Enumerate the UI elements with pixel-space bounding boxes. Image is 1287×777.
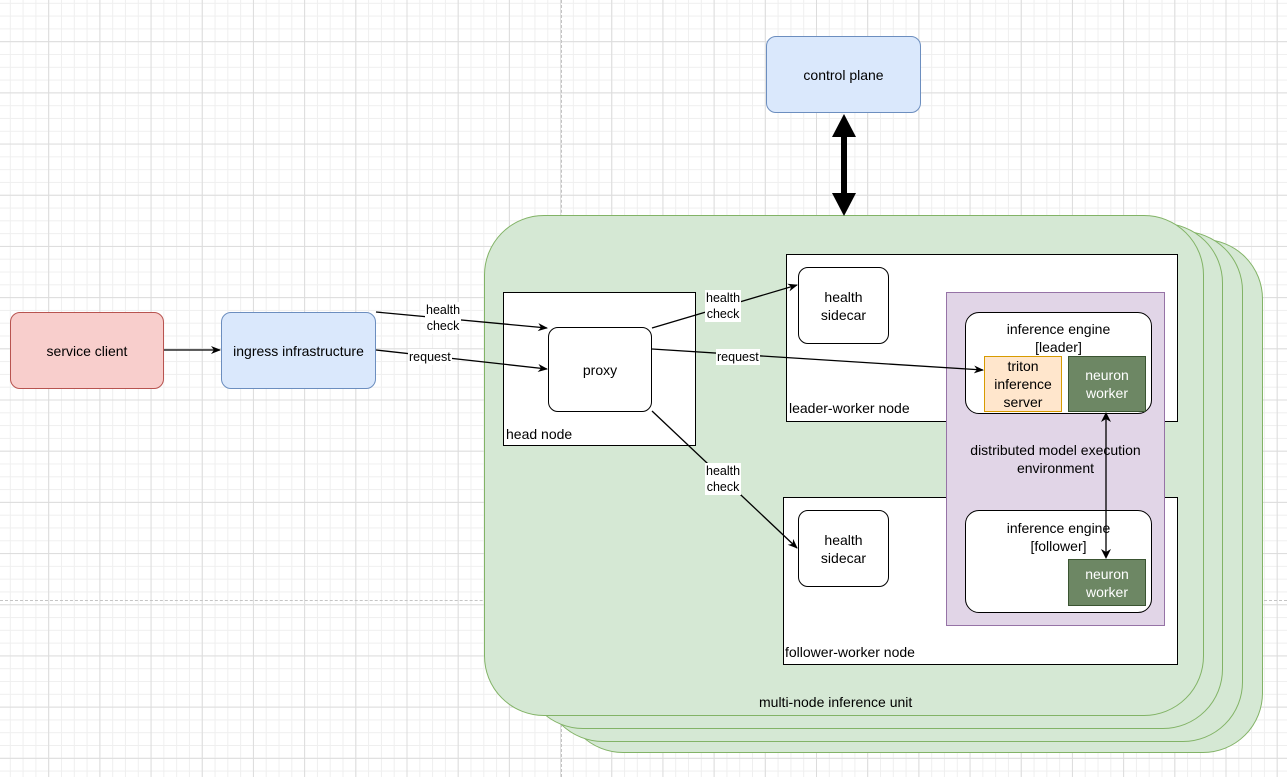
engine-leader-line2: [leader] (1035, 339, 1082, 355)
multi-node-unit-label: multi-node inference unit (759, 694, 913, 710)
neuron-worker-leader[interactable]: neuron worker (1068, 356, 1146, 412)
edge-label-ingress-health-line2: check (426, 319, 460, 333)
triton-inference-server[interactable]: triton inference server (984, 356, 1062, 412)
health-sidecar-follower[interactable]: health sidecar (798, 510, 889, 587)
engine-leader-label: inference engine [leader] (965, 320, 1152, 356)
edge-label-proxy-health-leader: health check (705, 290, 742, 322)
edge-label-proxy-health-follower-line1: health (706, 464, 741, 478)
service-client-label: service client (46, 342, 128, 359)
health-sidecar-follower-line2: sidecar (820, 549, 867, 566)
neuron-worker-leader-line1: neuron (1085, 367, 1129, 383)
edge-label-proxy-health-leader-line2: check (706, 307, 740, 321)
head-node-label: head node (506, 426, 573, 442)
engine-follower-label: inference engine [follower] (965, 519, 1152, 555)
health-sidecar-follower-line1: health (824, 531, 863, 548)
health-sidecar-leader-line1: health (824, 288, 863, 305)
health-sidecar-leader-line2: sidecar (820, 306, 867, 323)
neuron-worker-follower[interactable]: neuron worker (1068, 559, 1146, 606)
neuron-worker-follower-line1: neuron (1085, 565, 1129, 582)
engine-follower-line1: inference engine (1006, 520, 1111, 536)
control-plane-node[interactable]: control plane (766, 36, 921, 113)
edge-label-ingress-request: request (408, 349, 452, 365)
proxy-node[interactable]: proxy (548, 327, 652, 412)
follower-worker-node-label: follower-worker node (785, 644, 915, 660)
control-plane-label: control plane (803, 66, 884, 83)
ingress-infrastructure-node[interactable]: ingress infrastructure (221, 312, 376, 389)
triton-line2: inference (994, 376, 1052, 392)
edge-label-proxy-health-follower-line2: check (706, 480, 740, 494)
proxy-label: proxy (582, 361, 618, 378)
edge-label-ingress-health: health check (425, 302, 462, 334)
engine-leader-line1: inference engine (1006, 321, 1111, 337)
leader-worker-node-label: leader-worker node (789, 400, 910, 416)
neuron-worker-leader-line2: worker (1085, 385, 1128, 401)
service-client-node[interactable]: service client (10, 312, 164, 389)
distributed-env-line2: environment (1016, 460, 1095, 476)
edge-label-ingress-health-line1: health (426, 303, 461, 317)
edge-label-proxy-health-leader-line1: health (706, 291, 741, 305)
edge-label-proxy-request: request (716, 349, 760, 365)
health-sidecar-leader[interactable]: health sidecar (798, 267, 889, 344)
triton-line3: server (1003, 394, 1043, 410)
neuron-worker-follower-line2: worker (1085, 583, 1128, 600)
engine-follower-line2: [follower] (1030, 538, 1087, 554)
distributed-env-line1: distributed model execution (970, 442, 1141, 458)
triton-line1: triton (1007, 358, 1039, 374)
ingress-label: ingress infrastructure (233, 342, 364, 359)
distributed-env-label: distributed model execution environment (946, 440, 1165, 478)
edge-label-proxy-health-follower: health check (705, 463, 742, 495)
